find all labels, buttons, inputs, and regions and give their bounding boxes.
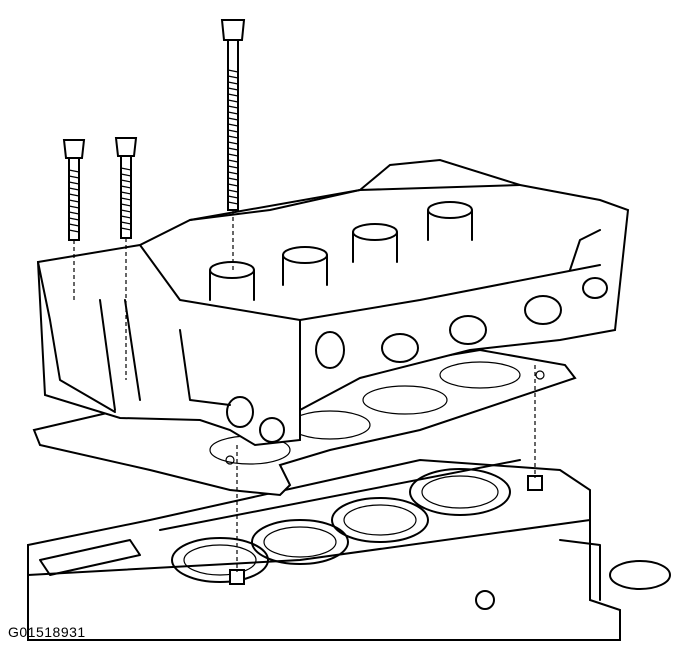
cylinder-head [36,158,630,447]
cylinder-head-bolt-3 [220,19,246,270]
cylinder-head-bolt-1 [62,139,86,300]
engine-block [27,458,671,641]
figure-id-label: G01518931 [8,624,86,640]
cylinder-head-bolt-2 [114,137,138,380]
